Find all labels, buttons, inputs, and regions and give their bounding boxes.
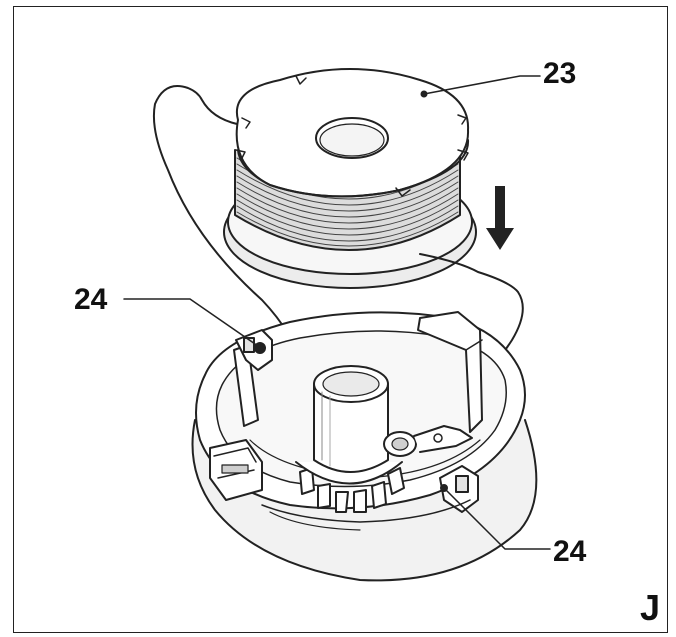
insert-direction-arrow: [486, 186, 514, 250]
spool: [223, 68, 477, 289]
callout-label-24-left: 24: [74, 283, 108, 316]
callout-label-24-right: 24: [553, 535, 587, 568]
callout-leaders: [123, 75, 551, 550]
figure-letter: J: [640, 587, 661, 628]
leader-24-right: [445, 489, 551, 550]
locking-screw: [383, 425, 473, 457]
center-hub: [295, 365, 405, 513]
leader-24-left: [123, 298, 259, 347]
leader-23: [423, 75, 541, 95]
callout-label-23: 23: [543, 57, 577, 90]
